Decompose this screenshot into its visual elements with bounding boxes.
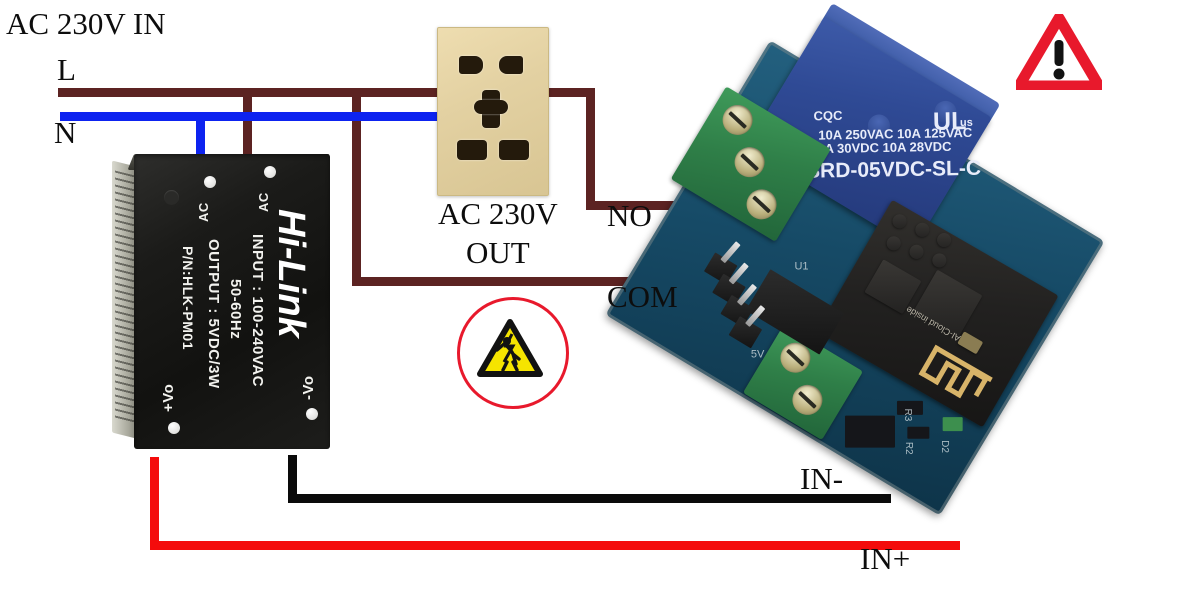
label-ac-output-line2: OUT [466, 235, 530, 270]
socket-slot-bottom-right [499, 140, 529, 160]
label-line: L [57, 52, 76, 87]
wire-com-horizontal [352, 277, 752, 286]
psu-front-face: AC AC +Vo -Vo INPUT : 100-240VAC 50-60Hz… [134, 154, 330, 449]
esp8266-relay-board: UL us CQC 10A 250VAC 10A 125VAC 10A 30VD… [605, 3, 1105, 516]
silk-r3: R3 [902, 408, 914, 422]
wire-neutral-branch-psu [196, 112, 205, 174]
psu-label-vout-negative: -Vo [300, 375, 317, 400]
psu-part-number: P/N:HLK-PM01 [180, 246, 196, 351]
smd-component [907, 426, 930, 439]
wire-dc-positive-vertical [150, 457, 159, 549]
relay-part-number: SRD-05VDC-SL-C [805, 156, 982, 183]
antenna-trace [973, 375, 990, 398]
psu-output-spec: OUTPUT : 5VDC/3W [205, 239, 222, 389]
wire-dc-negative-vertical [288, 455, 297, 503]
ac-outlet-socket [437, 27, 549, 196]
wire-dc-negative-horizontal [288, 494, 891, 503]
silk-r2: R2 [903, 441, 915, 455]
psu-frequency-spec: 50-60Hz [227, 279, 244, 340]
psu-label-ac-left: AC [196, 202, 211, 222]
warning-triangle-icon [1013, 12, 1105, 92]
psu-pin-vout-negative [306, 408, 318, 420]
wire-live-branch-psu [243, 88, 252, 173]
esp-pin-pad [929, 250, 949, 270]
esp-pin-pad [934, 230, 954, 250]
label-input-positive: IN+ [860, 541, 911, 576]
psu-pin-ac-right [264, 166, 276, 178]
wire-live-main [58, 88, 595, 97]
status-led [942, 417, 963, 432]
socket-slot-top-right [499, 56, 523, 74]
psu-pin-vout-positive [168, 422, 180, 434]
esp-pin-pad [884, 233, 904, 253]
label-input-negative: IN- [800, 461, 844, 496]
esp-pin-pad [889, 211, 910, 231]
psu-mount-hole [164, 190, 179, 205]
psu-label-vout-positive: +Vo [160, 383, 177, 412]
wire-neutral-main [60, 112, 442, 121]
psu-pin-ac-left [204, 176, 216, 188]
smd-ic [844, 415, 895, 448]
power-supply-module: AC AC +Vo -Vo INPUT : 100-240VAC 50-60Hz… [112, 146, 330, 456]
silk-5v: 5V [750, 348, 765, 361]
label-ac-input: AC 230V IN [6, 6, 166, 41]
socket-slot-bottom-left [457, 140, 487, 160]
label-relay-no: NO [607, 198, 652, 233]
label-relay-com: COM [607, 279, 678, 314]
silk-u1: U1 [794, 260, 809, 273]
wire-no-vertical [586, 97, 595, 210]
wire-live-to-com-vertical [352, 88, 361, 285]
wire-dc-positive-horizontal [150, 541, 960, 550]
psu-input-spec: INPUT : 100-240VAC [249, 234, 266, 387]
label-neutral: N [54, 115, 77, 150]
relay-cert-cqc: CQC [813, 107, 843, 124]
electric-shock-warning-icon [457, 297, 569, 409]
relay-rating-dc: 10A 30VDC 10A 28VDC [809, 138, 952, 157]
label-ac-output-line1: AC 230V [438, 196, 558, 231]
socket-slot-earth-pin [474, 100, 508, 114]
esp-pin-pad [906, 242, 927, 262]
psu-brand-logo: Hi-Link [270, 209, 312, 338]
socket-slot-top-left [459, 56, 483, 74]
esp-pin-pad [912, 220, 932, 240]
silk-d2: D2 [939, 440, 951, 453]
